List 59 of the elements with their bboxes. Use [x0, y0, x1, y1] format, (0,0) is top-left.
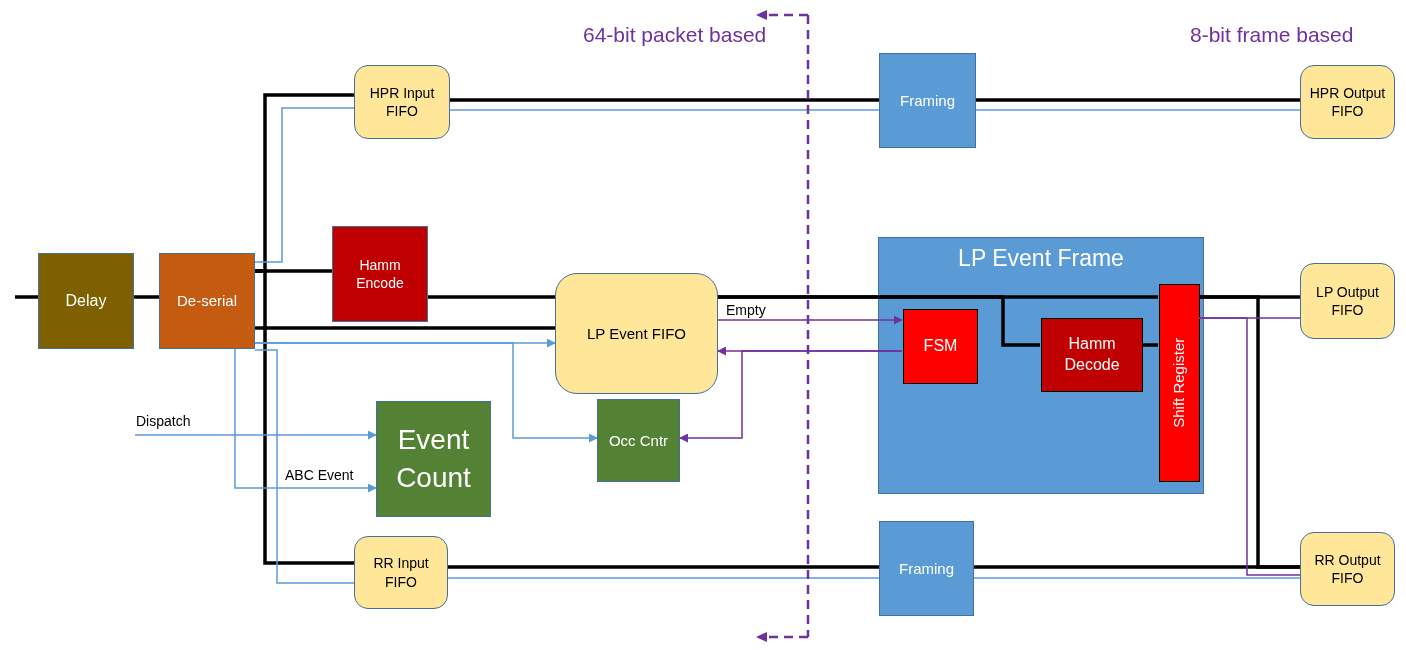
block-label: Delay: [64, 290, 108, 311]
block-label: Hamm Decode: [1063, 334, 1121, 375]
fifo-box: [354, 536, 448, 609]
region-label: 8-bit frame based: [1190, 24, 1354, 45]
arrow: [234, 348, 377, 493]
connector-line: [450, 98, 879, 102]
block-label: LP Output FIFO: [1315, 282, 1380, 320]
arrow: [717, 315, 903, 325]
connector-line: [973, 577, 1301, 579]
block-label: FSM: [922, 336, 959, 357]
deserializer-block: [159, 253, 255, 349]
arrow: [134, 430, 377, 440]
connector-line: [255, 269, 354, 565]
delay-block: [38, 253, 134, 349]
decoder-block: [1041, 318, 1143, 392]
block-label: HPR Output FIFO: [1308, 83, 1387, 121]
fifo-box: [1300, 263, 1395, 339]
block-label: LP Event FIFO: [586, 323, 687, 344]
block-label: HPR Input FIFO: [368, 83, 436, 121]
connector-line: [976, 98, 1300, 102]
block-label: Shift Register: [1169, 338, 1189, 428]
block-label: Hamm Encode: [355, 255, 405, 293]
arrow: [679, 350, 903, 443]
connector-line: [15, 295, 38, 299]
block-label: RR Input FIFO: [372, 554, 430, 591]
edge-label: ABC Event: [284, 468, 355, 482]
state-machine-block: [903, 309, 978, 384]
frame-container: [878, 237, 1204, 494]
block-label: Event Count: [395, 423, 472, 495]
arrow: [254, 342, 598, 443]
framing-block: [879, 53, 976, 148]
edge-label: Empty: [725, 303, 767, 317]
region-label: 64-bit packet based: [583, 24, 767, 45]
block-label: Framing: [898, 558, 955, 579]
fifo-box: [1300, 532, 1395, 606]
counter-block: [597, 399, 680, 482]
connector-line: [134, 295, 159, 299]
connector-line: [1142, 343, 1158, 347]
block-label: Occ Cntr: [607, 430, 670, 451]
fifo-box: [354, 65, 450, 139]
register-bar: [1159, 284, 1200, 482]
block-label: Framing: [899, 90, 956, 111]
connector-line: [255, 326, 555, 330]
fifo-box: [1300, 65, 1395, 139]
connector-line: [718, 295, 1040, 347]
connector-line: [447, 577, 880, 579]
framing-block: [879, 521, 974, 616]
fifo-box: [555, 273, 718, 394]
encoder-block: [332, 226, 428, 322]
connector-line: [448, 565, 879, 569]
edge-label: Dispatch: [135, 414, 192, 428]
block-label: De-serial: [176, 291, 238, 311]
connector-line: [975, 109, 1301, 111]
connector-line: [449, 109, 880, 111]
connector-line: [254, 349, 355, 584]
connector-line: [428, 295, 555, 299]
block-label: RR Output FIFO: [1313, 550, 1382, 588]
container-title: LP Event Frame: [957, 244, 1125, 273]
counter-block: [376, 401, 491, 517]
